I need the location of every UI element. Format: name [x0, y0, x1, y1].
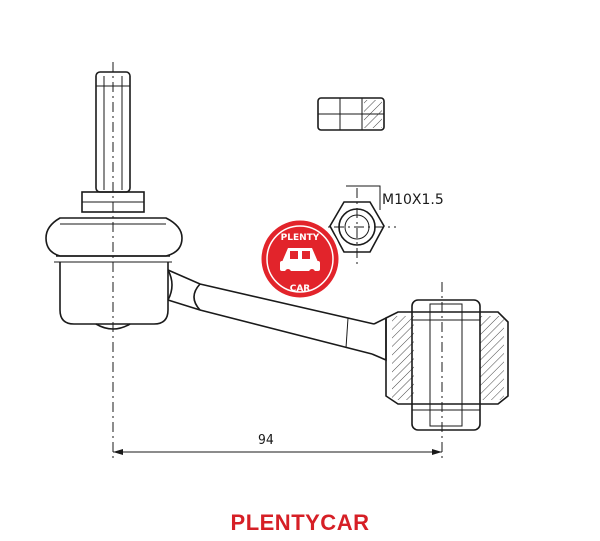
brand-name: PLENTYCAR: [230, 510, 370, 535]
ball-joint-housing: [45, 217, 183, 330]
watermark-logo: PLENTY CAR: [258, 217, 342, 301]
connecting-rod: [167, 269, 387, 362]
watermark-top-text: PLENTY: [281, 233, 320, 243]
thread-size-label: M10X1.5: [382, 192, 444, 208]
nut-front-view: [314, 185, 396, 266]
bushing-eye: [385, 299, 509, 431]
car-icon: [280, 248, 320, 275]
length-dimension-line: [113, 449, 442, 455]
length-dimension-text: 94: [258, 433, 274, 448]
watermark-bottom-text: CAR: [290, 284, 311, 294]
nut-side-view: [317, 97, 385, 131]
